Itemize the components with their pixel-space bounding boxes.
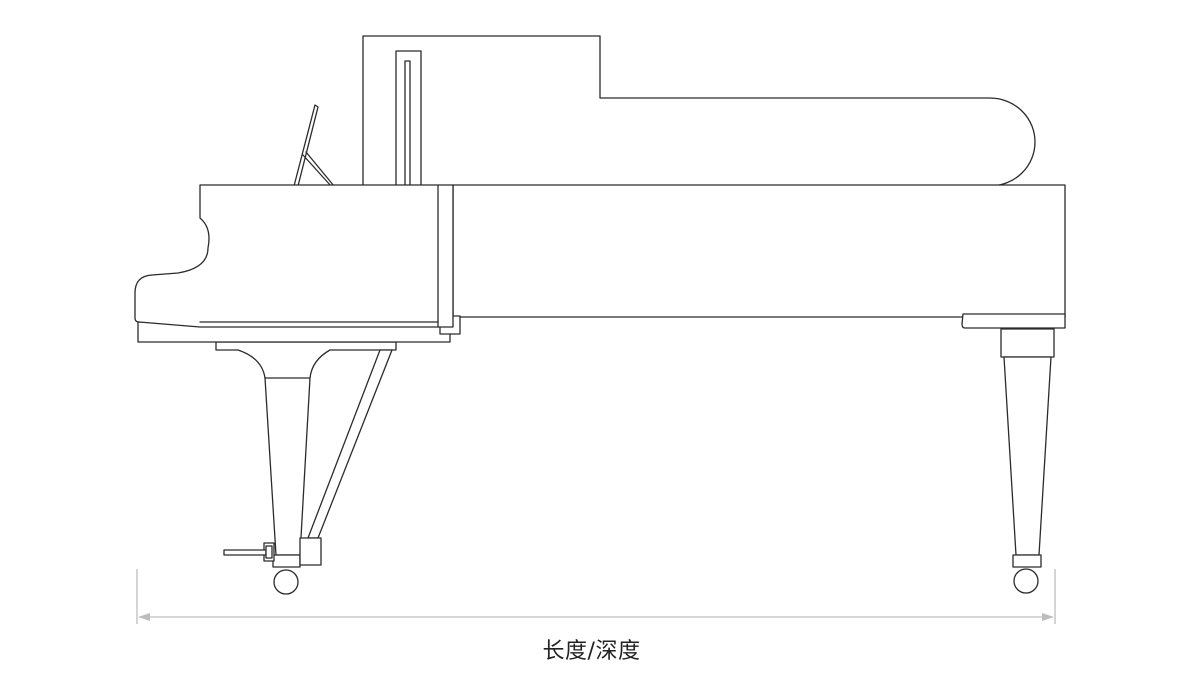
dimension-label: 长度/深度 bbox=[542, 639, 641, 664]
piano-lid bbox=[362, 35, 1036, 187]
dimension-arrow-right bbox=[1042, 613, 1054, 621]
rear-leg bbox=[1000, 328, 1055, 594]
dimension-arrow-left bbox=[138, 613, 150, 621]
piano-case bbox=[452, 184, 1066, 329]
music-rack bbox=[293, 104, 335, 187]
keyboard-cheek-block bbox=[134, 184, 461, 343]
pedal-lyre bbox=[223, 349, 393, 566]
lid-prop-stick bbox=[395, 50, 422, 187]
depth-dimension-line bbox=[136, 569, 1056, 624]
